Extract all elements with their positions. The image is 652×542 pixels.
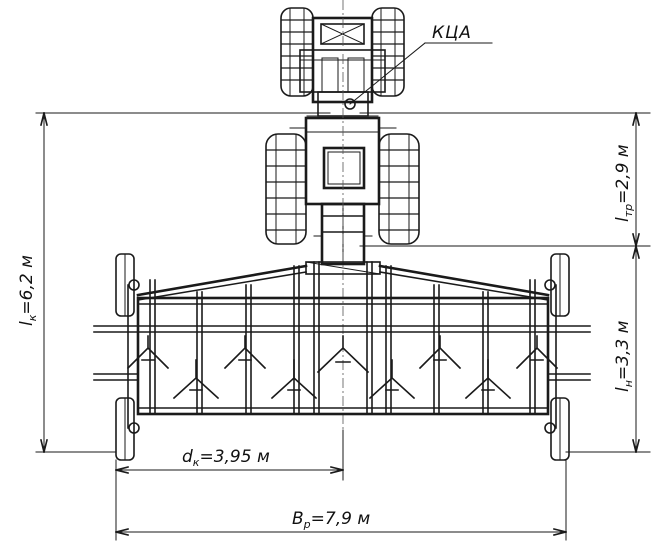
dim-lk-sub: к [26,314,39,321]
tractor-front-wheel-left [280,7,314,97]
tractor: КЦА [265,0,493,470]
cultivator-implement [93,253,591,461]
dim-dk-sub: к [193,456,200,469]
dim-dk-symbol: d [182,447,193,467]
implement-wheel-bottom-left [115,397,140,461]
dimension-lines [35,112,651,541]
tractor-rear-wheel-right [378,133,420,245]
implement-wheel-top-left [115,253,140,317]
svg-text:lтр=2,9 м: lтр=2,9 м [613,144,635,222]
dim-ltr-sub: тр [622,204,635,217]
implement-frame [93,284,591,429]
dim-dk: dк=3,95 м [182,447,270,469]
implement-beams [149,261,536,415]
tractor-rear-wheel-left [265,133,307,245]
dim-lk-symbol: l [17,321,37,326]
dim-lk: lк=6,2 м [17,255,39,326]
svg-text:lн=3,3 м: lн=3,3 м [613,320,635,392]
svg-text:lк=6,2 м: lк=6,2 м [17,255,39,326]
dim-bp-sub: р [303,518,311,531]
dim-bp-value: =7,9 м [311,509,371,529]
dim-bp-symbol: B [292,509,304,529]
dim-lk-value: =6,2 м [17,255,37,315]
dim-ltr: lтр=2,9 м [613,144,635,222]
implement-wheel-bottom-right [544,397,570,461]
implement-truss [136,261,550,301]
tractor-front-frame [299,16,386,117]
kca-callout: КЦА [349,23,493,105]
dim-ln-symbol: l [613,387,633,392]
dim-ltr-symbol: l [613,217,633,222]
implement-tines-row-2 [172,359,512,400]
dim-ln-sub: н [622,380,635,387]
svg-text:dк=3,95 м: dк=3,95 м [182,447,270,469]
dim-ln-value: =3,3 м [613,320,633,380]
implement-tines-row-1 [126,335,559,374]
implement-wheel-top-right [544,253,570,317]
dim-ln: lн=3,3 м [613,320,635,392]
kca-label: КЦА [432,23,472,43]
dim-bp: Bр=7,9 м [292,509,370,531]
dim-ltr-value: =2,9 м [613,144,633,204]
dim-dk-value: =3,95 м [199,447,269,467]
svg-text:Bр=7,9 м: Bр=7,9 м [292,509,370,531]
